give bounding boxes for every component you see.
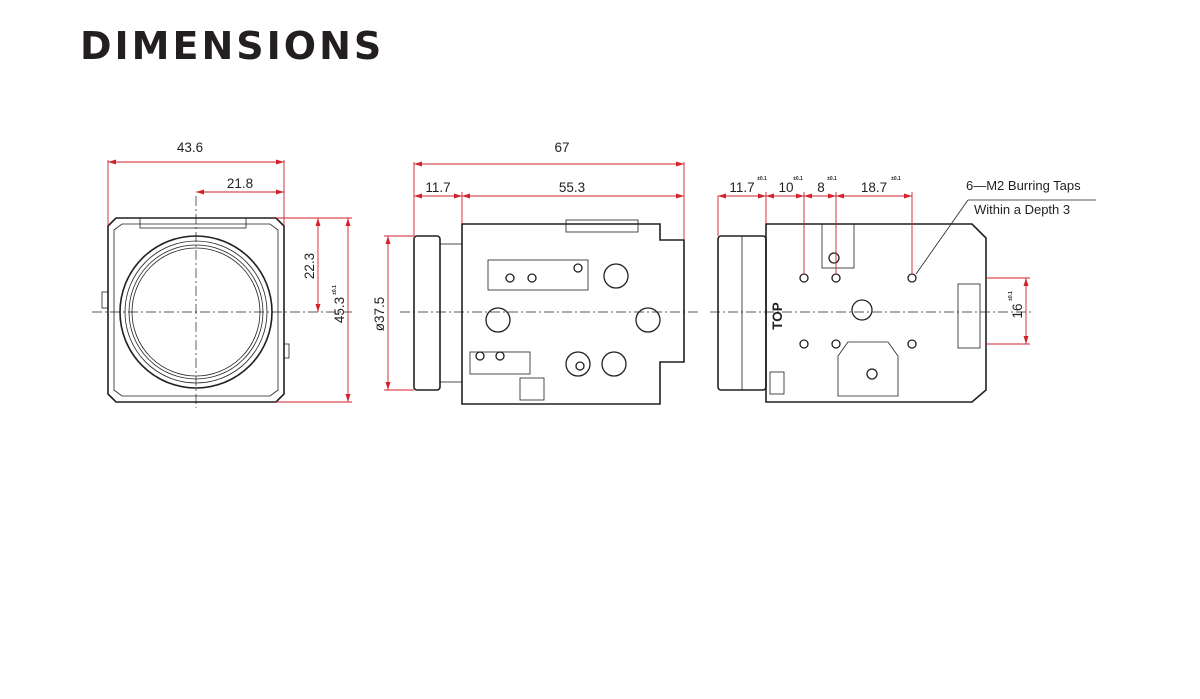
side-screw — [575, 361, 585, 371]
dim-bottom-spacing-a: 10 — [778, 180, 793, 195]
bottom-right-plate — [957, 283, 981, 349]
top-label: TOP — [770, 302, 785, 330]
dim-side-lens-length: 11.7 — [425, 180, 450, 195]
note-leader — [915, 199, 969, 275]
burring-tap — [831, 273, 841, 283]
dim-front-height-tol: ±0.1 — [332, 285, 338, 295]
dim-bottom-spacing-c-tol: ±0.1 — [891, 176, 901, 182]
bottom-view: TOP 11.7 ±0.1 10 ±0.1 8 ±0.1 18.7 ±0.1 1… — [710, 176, 1096, 403]
side-hole — [603, 263, 629, 289]
bottom-body-outline — [765, 223, 987, 403]
side-body-outline — [461, 223, 685, 405]
side-screw — [573, 263, 583, 273]
side-lens — [413, 235, 441, 391]
dim-bottom-spacing-b-tol: ±0.1 — [827, 176, 837, 182]
dim-side-body-length: 55.3 — [559, 180, 585, 195]
side-screw — [495, 351, 505, 361]
dim-bottom-vertical: 16 — [1010, 303, 1025, 318]
bottom-left-foot — [769, 371, 785, 395]
bottom-top-bracket — [821, 223, 855, 269]
burring-tap — [907, 339, 917, 349]
side-hole — [485, 307, 511, 333]
side-hole — [565, 351, 591, 377]
burring-tap — [831, 339, 841, 349]
front-top-tab — [139, 217, 247, 229]
page-title: DIMENSIONS — [80, 24, 385, 68]
dim-front-width: 43.6 — [177, 140, 203, 155]
side-lower-bracket — [469, 351, 531, 375]
burring-tap — [799, 339, 809, 349]
dim-bottom-spacing-b: 8 — [817, 180, 825, 195]
side-screw — [505, 273, 515, 283]
dim-bottom-spacing-c: 18.7 — [861, 180, 887, 195]
front-body-inner — [113, 223, 279, 397]
dim-side-length: 67 — [554, 140, 569, 155]
side-hole — [601, 351, 627, 377]
bottom-screw — [866, 368, 878, 380]
dim-front-height: 45.3 — [332, 297, 347, 323]
side-lens-mount — [439, 243, 463, 383]
side-view: 67 11.7 55.3 ø37.5 — [372, 140, 700, 405]
front-right-tab — [283, 343, 290, 359]
bottom-lower-bracket — [837, 341, 899, 397]
bottom-hole — [851, 299, 873, 321]
side-screw — [475, 351, 485, 361]
side-screw — [527, 273, 537, 283]
burring-tap — [799, 273, 809, 283]
burring-taps-note-line2: Within a Depth 3 — [974, 202, 1070, 217]
burring-taps-note-line1: 6—M2 Burring Taps — [966, 178, 1081, 193]
dim-front-half-width: 21.8 — [227, 176, 253, 191]
front-left-tab — [101, 291, 109, 309]
side-upper-bracket — [487, 259, 589, 291]
dim-side-diameter: ø37.5 — [372, 297, 387, 332]
dim-front-half-height: 22.3 — [302, 253, 317, 279]
front-view: 43.6 21.8 45.3 ±0.1 22.3 — [92, 140, 352, 408]
burring-tap — [907, 273, 917, 283]
dim-bottom-offset-tol: ±0.1 — [757, 176, 767, 182]
side-hole — [635, 307, 661, 333]
side-top-board — [565, 219, 639, 233]
dim-bottom-vertical-tol: ±0.1 — [1008, 291, 1014, 301]
dim-bottom-offset: 11.7 — [729, 180, 754, 195]
side-bottom-tab — [519, 377, 545, 401]
dim-bottom-spacing-a-tol: ±0.1 — [793, 176, 803, 182]
bottom-screw — [828, 252, 840, 264]
